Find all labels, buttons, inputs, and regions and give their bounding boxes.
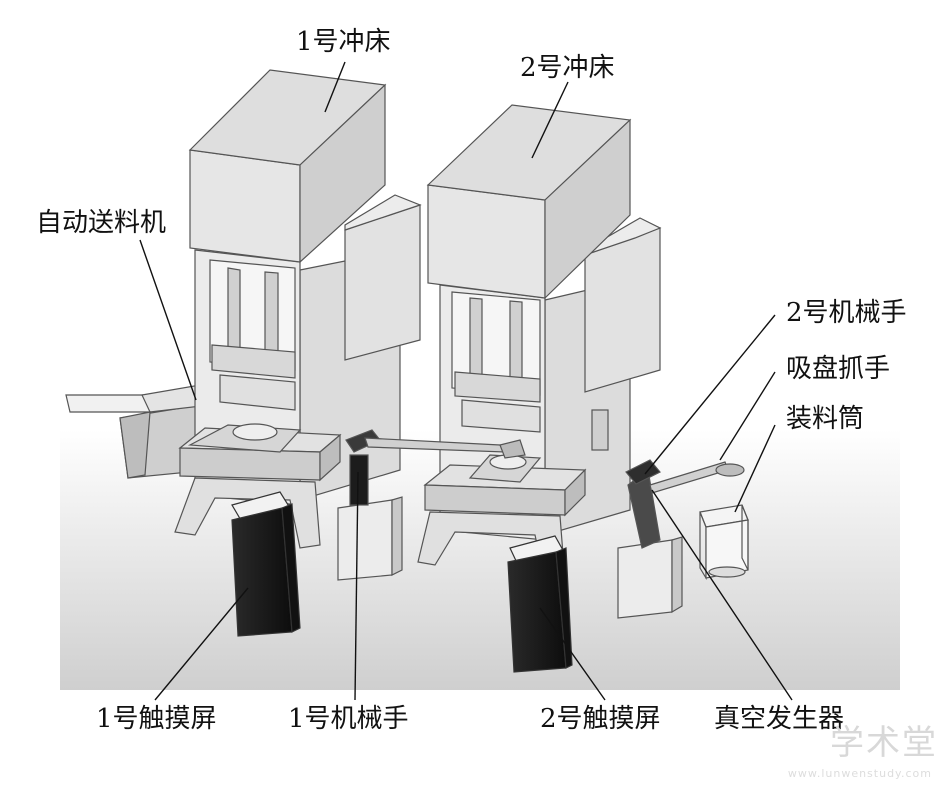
charging-cylinder	[699, 504, 749, 581]
label-charging-cylinder: 装料筒	[786, 404, 865, 434]
label-auto-feeder: 自动送料机	[36, 208, 167, 238]
label-press-2: 2号冲床	[520, 53, 615, 83]
watermark-url: www.lunwenstudy.com	[787, 767, 932, 780]
leader-cylinder	[734, 424, 776, 513]
label-robot-arm-1: 1号机械手	[288, 704, 409, 734]
label-robot-arm-2: 2号机械手	[786, 298, 907, 328]
leader-lines	[139, 61, 793, 701]
robot-arm-2	[617, 459, 745, 619]
leader-press2	[531, 81, 569, 159]
leader-press1	[324, 61, 346, 113]
label-vacuum-generator: 真空发生器	[714, 704, 845, 734]
label-press-1: 1号冲床	[296, 27, 391, 57]
label-touch-screen-1: 1号触摸屏	[96, 704, 217, 734]
touch-screen-1	[231, 491, 301, 637]
leader-vacuum	[651, 489, 793, 701]
leader-screen1	[154, 587, 249, 701]
leader-robot1	[354, 471, 359, 701]
robot-arm-1	[337, 429, 526, 581]
leader-screen2	[539, 607, 606, 701]
leader-robot2	[644, 314, 776, 475]
watermark-logo: 学术堂	[830, 723, 938, 763]
label-suction-gripper: 吸盘抓手	[786, 354, 891, 384]
leader-gripper	[719, 371, 776, 461]
label-touch-screen-2: 2号触摸屏	[540, 704, 661, 734]
touch-screen-2	[507, 535, 573, 673]
press-2	[417, 104, 662, 583]
leader-feeder	[139, 239, 197, 401]
